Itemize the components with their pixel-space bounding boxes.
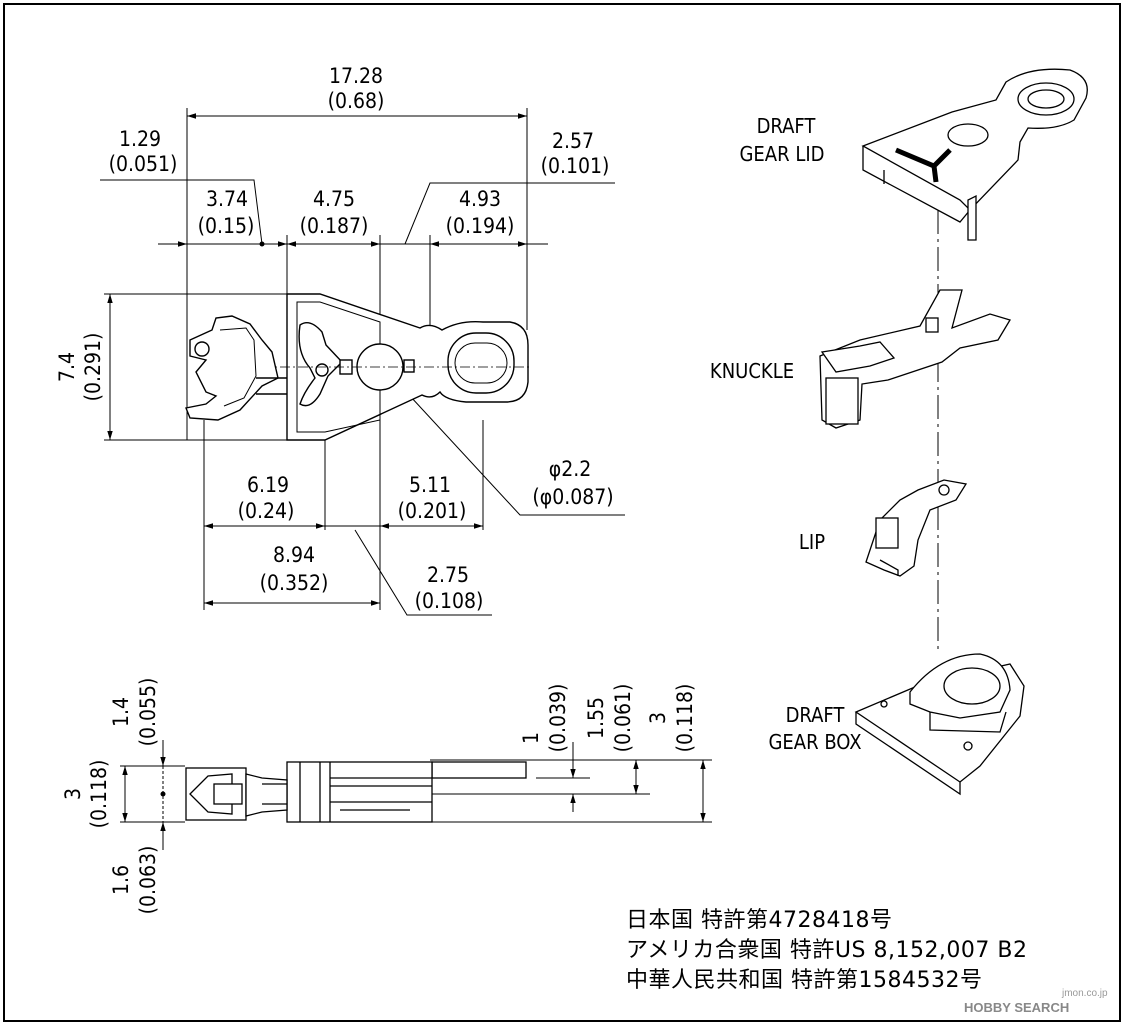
dim-seg-c-in: (0.194) [446, 214, 515, 238]
dim-left-offset-mm: 1.29 [119, 127, 161, 151]
draft-gear-box-drawing [854, 653, 1025, 796]
watermark-brand: HOBBY SEARCH [964, 1000, 1069, 1015]
dim-height-mm: 7.4 [55, 352, 79, 382]
dim-bottom-c-in: (0.352) [260, 571, 329, 595]
dim-seg-a-in: (0.15) [198, 214, 255, 238]
patent-line-usa: アメリカ合衆国 特許US 8,152,007 B2 [626, 938, 1028, 963]
draft-gear-lid-drawing [861, 68, 1088, 241]
dim-bottom-a-in: (0.24) [238, 499, 295, 523]
dim-side-lower-in: (0.063) [136, 846, 160, 915]
dim-r-one-mm: 1 [519, 732, 543, 744]
dim-top-overall-mm: 17.28 [329, 64, 383, 88]
dim-bottom-d-mm: 2.75 [427, 563, 469, 587]
dim-height-in: (0.291) [81, 333, 105, 402]
dim-bottom-c-mm: 8.94 [273, 543, 315, 567]
knuckle-drawing [819, 289, 1011, 429]
dim-bottom-b-in: (0.201) [398, 499, 467, 523]
dim-right-offset-mm: 2.57 [552, 129, 594, 153]
patent-line-china: 中華人民共和国 特許第1584532号 [626, 968, 983, 993]
dim-seg-c-mm: 4.93 [459, 187, 501, 211]
dim-top-overall-in: (0.68) [328, 89, 385, 113]
dim-hole-in: (φ0.087) [532, 485, 613, 509]
dim-side-upper-in: (0.055) [136, 678, 160, 747]
leader-dot [259, 241, 265, 247]
dim-seg-a-mm: 3.74 [206, 187, 248, 211]
dim-r-three-in: (0.118) [673, 684, 697, 753]
dim-side-lower-mm: 1.6 [109, 865, 133, 895]
dim-left-offset-in: (0.051) [109, 152, 178, 176]
dim-r-one-in: (0.039) [546, 684, 570, 753]
coupler-side-view [185, 761, 527, 823]
dim-bottom-a-mm: 6.19 [247, 473, 289, 497]
patent-line-japan: 日本国 特許第4728418号 [626, 908, 893, 933]
dim-r-two-in: (0.061) [611, 684, 635, 753]
part-label-lip: LIP [799, 530, 825, 554]
dim-side-total-in: (0.118) [87, 760, 111, 829]
side-view-dimension-lines [120, 740, 712, 850]
part-label-box-line1: DRAFT [786, 703, 846, 727]
part-label-knuckle: KNUCKLE [710, 359, 794, 383]
dim-r-two-mm: 1.55 [584, 697, 608, 739]
dim-r-three-mm: 3 [646, 712, 670, 724]
dim-side-total-mm: 3 [61, 788, 85, 800]
top-view-dimension-lines [100, 108, 625, 616]
watermark-site: jmon.co.jp [1062, 988, 1108, 999]
dim-hole-mm: φ2.2 [549, 457, 592, 481]
dim-bottom-d-in: (0.108) [415, 589, 484, 613]
dim-bottom-b-mm: 5.11 [409, 473, 451, 497]
part-label-box-line2: GEAR BOX [768, 730, 861, 754]
coupler-top-view [185, 293, 530, 441]
dim-right-offset-in: (0.101) [541, 154, 610, 178]
border [3, 3, 1121, 1022]
dim-seg-b-mm: 4.75 [313, 187, 355, 211]
part-label-lid-line2: GEAR LID [739, 142, 824, 166]
dim-side-upper-mm: 1.4 [109, 697, 133, 727]
lip-drawing [865, 479, 968, 577]
part-label-lid-line1: DRAFT [757, 114, 817, 138]
hobby-search-logo: HOBBY SEARCH [964, 1000, 1070, 1015]
dim-seg-b-in: (0.187) [300, 214, 369, 238]
